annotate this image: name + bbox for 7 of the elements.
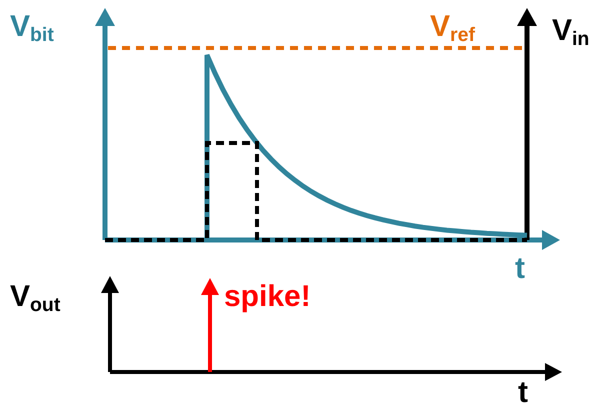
spike-label: spike! bbox=[224, 282, 311, 312]
axis-label: t bbox=[515, 254, 525, 284]
axis-label: V$_{in}$ bbox=[552, 16, 590, 50]
axis-label: V$_{out}$ bbox=[10, 282, 60, 316]
axis-label: t bbox=[518, 378, 528, 408]
axis-label: V$_{bit}$ bbox=[10, 12, 54, 46]
reference-label: V$_{ref}$ bbox=[430, 12, 475, 46]
